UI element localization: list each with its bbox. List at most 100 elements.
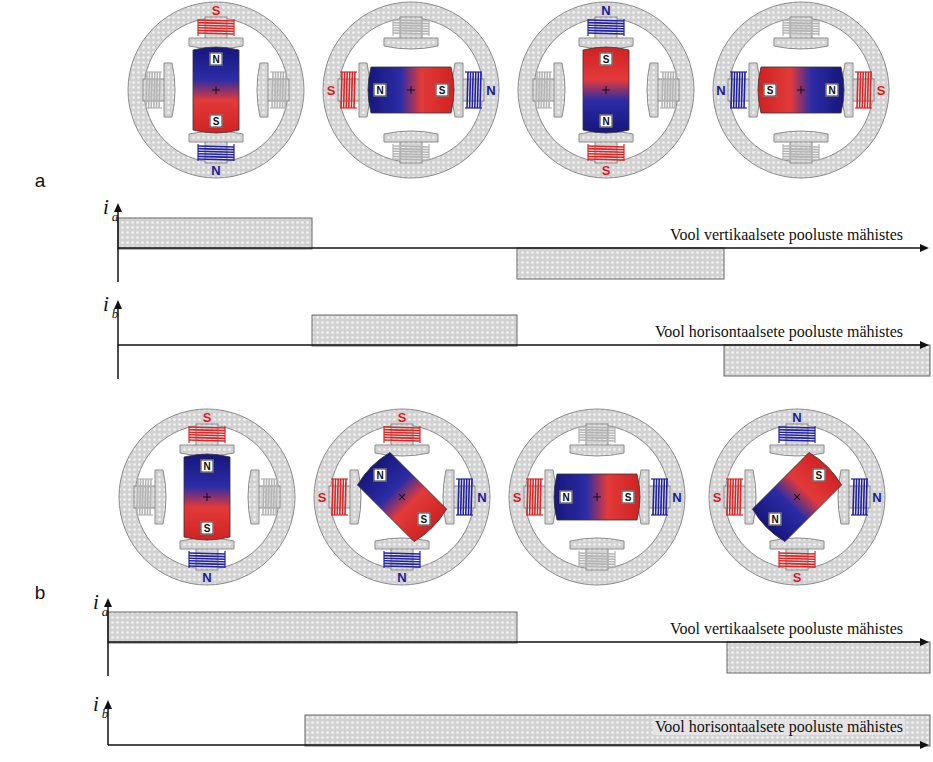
coil-winding [672,72,673,108]
stator-pole [189,17,243,49]
coil-winding [727,479,728,515]
coil-side [851,478,868,479]
coil-winding [189,566,225,567]
coil-side [614,426,615,443]
current-symbol: i [93,592,99,613]
coil-side [419,551,420,568]
coil-winding [198,28,234,29]
coil-winding [740,479,741,515]
coil-side [814,551,815,568]
stator-pole [579,131,633,163]
pole-shoe [375,538,429,549]
current-subscript: b [112,307,119,320]
coil-winding [779,556,815,557]
stator-pole [375,538,429,570]
coil-side [456,478,473,479]
coil-winding [588,159,624,160]
coil-winding [137,479,138,515]
coil-winding [263,479,264,515]
rotor-pole-label: S [201,522,214,535]
coil-side [818,19,819,36]
coil-winding [277,72,278,108]
coil-winding [858,479,859,515]
coil-winding [189,563,225,564]
coil-winding [579,558,615,559]
coil-side [535,107,552,108]
coil-winding [537,479,538,515]
axis-arrow [920,341,929,349]
pole-shoe [384,131,438,142]
coil-winding [588,28,624,29]
coil-side [818,144,819,161]
pole-label: S [327,84,336,97]
coil-winding [198,30,234,31]
coil-winding [189,553,225,554]
coil-winding [853,479,854,515]
pole-shoe [770,538,824,549]
coil-winding [198,159,234,160]
coil-side [660,107,677,108]
coil-winding [861,479,862,515]
coil-winding [588,149,624,150]
current-pulse [108,612,517,643]
stator-bore [144,18,288,162]
stator-pole [724,470,756,524]
stator-ring [713,2,889,178]
stator-bore [534,18,678,162]
coil-side [419,426,420,443]
stator-pole [257,63,289,117]
rotor-magnet [554,474,640,520]
coil-winding [783,151,819,152]
coil-winding [335,479,336,515]
stepper-motor [323,2,499,178]
coil-winding [530,479,531,515]
rotor-pole-label: N [210,53,223,66]
rotor-pole-label: N [600,115,613,128]
coil-winding [189,558,225,559]
coil-winding [342,479,343,515]
rotor-pole-label: S [436,84,449,97]
stepper-motor [509,409,685,585]
coil-side [383,551,384,568]
pole-shoe [554,63,565,117]
coil-winding [384,435,420,436]
stator-pole [524,470,556,524]
coil-winding [393,154,429,155]
pole-shoe [774,38,828,49]
coil-winding [189,427,225,428]
rotor-pole-label: S [417,512,430,525]
rotor [193,47,239,133]
coil-winding [663,479,664,515]
coil-winding [579,437,615,438]
coil-winding [783,33,819,34]
coil-winding [393,28,429,29]
coil-winding [665,72,666,108]
coil-winding [857,72,858,108]
rotor-pole-label: N [826,84,839,97]
coil-side [651,514,668,515]
coil-winding [285,72,286,108]
coil-winding [472,72,473,108]
stator-bore [525,425,669,569]
coil-winding [189,430,225,431]
coil-side [730,71,747,72]
coil-winding [734,72,735,108]
coil-winding [579,553,615,554]
pole-shoe [570,445,624,456]
rotor-magnet [184,454,230,540]
stepper-motor [709,409,885,585]
coil-winding [779,432,815,433]
pole-label: S [212,4,221,17]
coil-winding [588,20,624,21]
stator-pole [570,538,624,570]
coil-winding [866,479,867,515]
coil-side [851,514,868,515]
coil-winding [393,149,429,150]
coil-side [340,107,357,108]
current-symbol: i [103,197,109,218]
stepper-motor [128,2,304,178]
coil-winding [588,25,624,26]
coil-side [136,478,153,479]
current-pulse [727,642,930,673]
coil-winding [393,159,429,160]
